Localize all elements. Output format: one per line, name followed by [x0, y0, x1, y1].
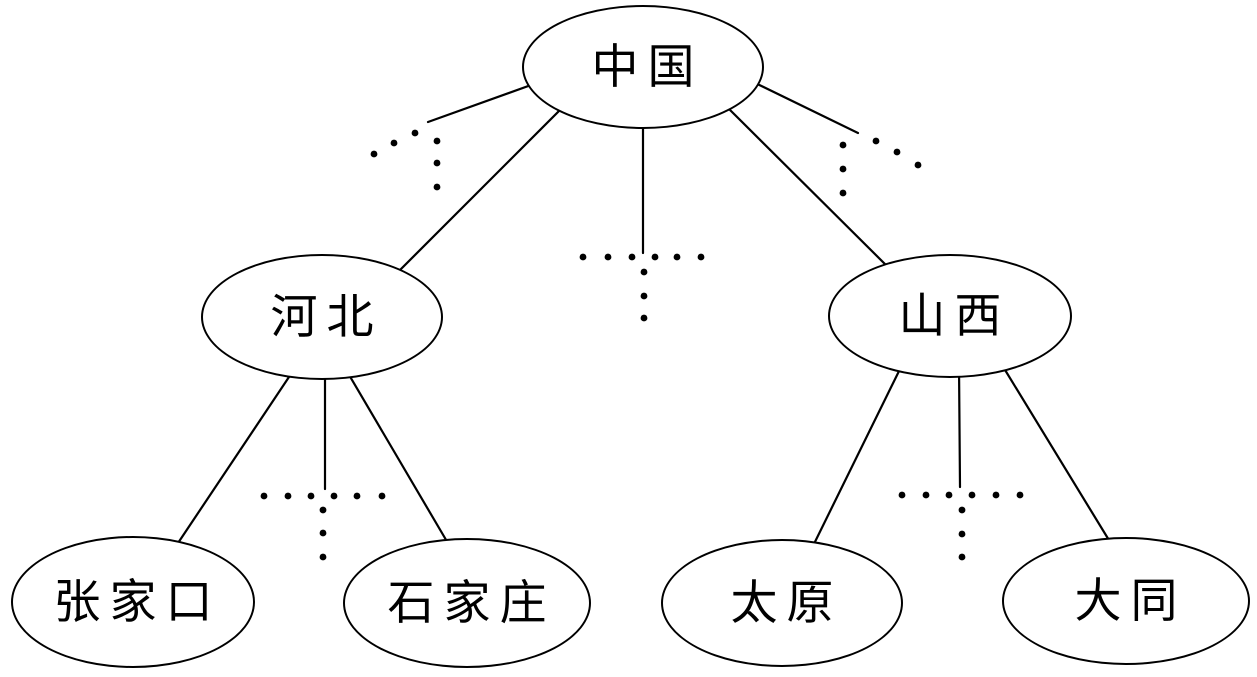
ellipsis-dot	[968, 491, 976, 499]
ellipsis-dot	[922, 491, 930, 499]
ellipsis-dot	[1016, 491, 1024, 499]
ellipsis-dot	[628, 253, 636, 261]
ellipsis-dot	[319, 506, 327, 514]
ellipsis-dot	[839, 141, 847, 149]
ellipsis-dot	[958, 506, 966, 514]
ellipsis-dot	[433, 183, 441, 191]
ellipsis-dot	[370, 150, 378, 158]
ellipsis-under-hebei	[260, 492, 386, 561]
ellipsis-dot	[640, 314, 648, 322]
ellipsis-dot	[579, 253, 587, 261]
ellipsis-dot	[898, 491, 906, 499]
ellipsis-dot	[651, 253, 659, 261]
ellipsis-dot	[640, 268, 648, 276]
edge-shanxi-center-stub	[957, 363, 962, 489]
ellipsis-dot	[914, 161, 922, 169]
ellipsis-dot	[433, 137, 441, 145]
ellipsis-dot	[433, 159, 441, 167]
edge-zhongguo-shanxi	[723, 103, 895, 274]
ellipsis-dot	[839, 189, 847, 197]
ellipsis-dot	[411, 129, 419, 137]
ellipsis-dot	[260, 492, 268, 500]
ellipsis-dot	[319, 529, 327, 537]
ellipsis-dot	[839, 165, 847, 173]
ellipsis-dot	[390, 139, 398, 147]
ellipsis-top-left	[370, 129, 441, 191]
edge-zhongguo-left-stub	[426, 78, 547, 124]
ellipsis-dot	[284, 492, 292, 500]
ellipsis-dot	[945, 491, 953, 499]
ellipsis-top-center	[579, 253, 705, 322]
ellipsis-dot	[353, 492, 361, 500]
edge-shanxi-datong	[1000, 363, 1117, 552]
edge-zhongguo-hebei	[396, 103, 567, 274]
ellipsis-dot	[378, 492, 386, 500]
ellipsis-dot	[958, 530, 966, 538]
edge-zhongguo-right-stub	[743, 76, 860, 135]
ellipsis-dot	[604, 253, 612, 261]
ellipsis-dot	[330, 492, 338, 500]
ellipsis-dot	[893, 148, 901, 156]
edge-shanxi-taiyuan	[808, 363, 904, 554]
ellipsis-dot	[319, 553, 327, 561]
ellipsis-dot	[673, 253, 681, 261]
ellipsis-dot	[958, 553, 966, 561]
ellipsis-top-right	[839, 137, 922, 197]
ellipsis-dot	[992, 491, 1000, 499]
edge-hebei-zhangjiakou	[170, 366, 297, 554]
ellipsis-dot	[697, 253, 705, 261]
ellipsis-dot	[640, 292, 648, 300]
ellipsis-under-shanxi	[898, 491, 1024, 561]
ellipsis-dot	[872, 137, 880, 145]
ellipsis-dot	[307, 492, 315, 500]
edge-hebei-shijiazhuang	[343, 366, 454, 552]
